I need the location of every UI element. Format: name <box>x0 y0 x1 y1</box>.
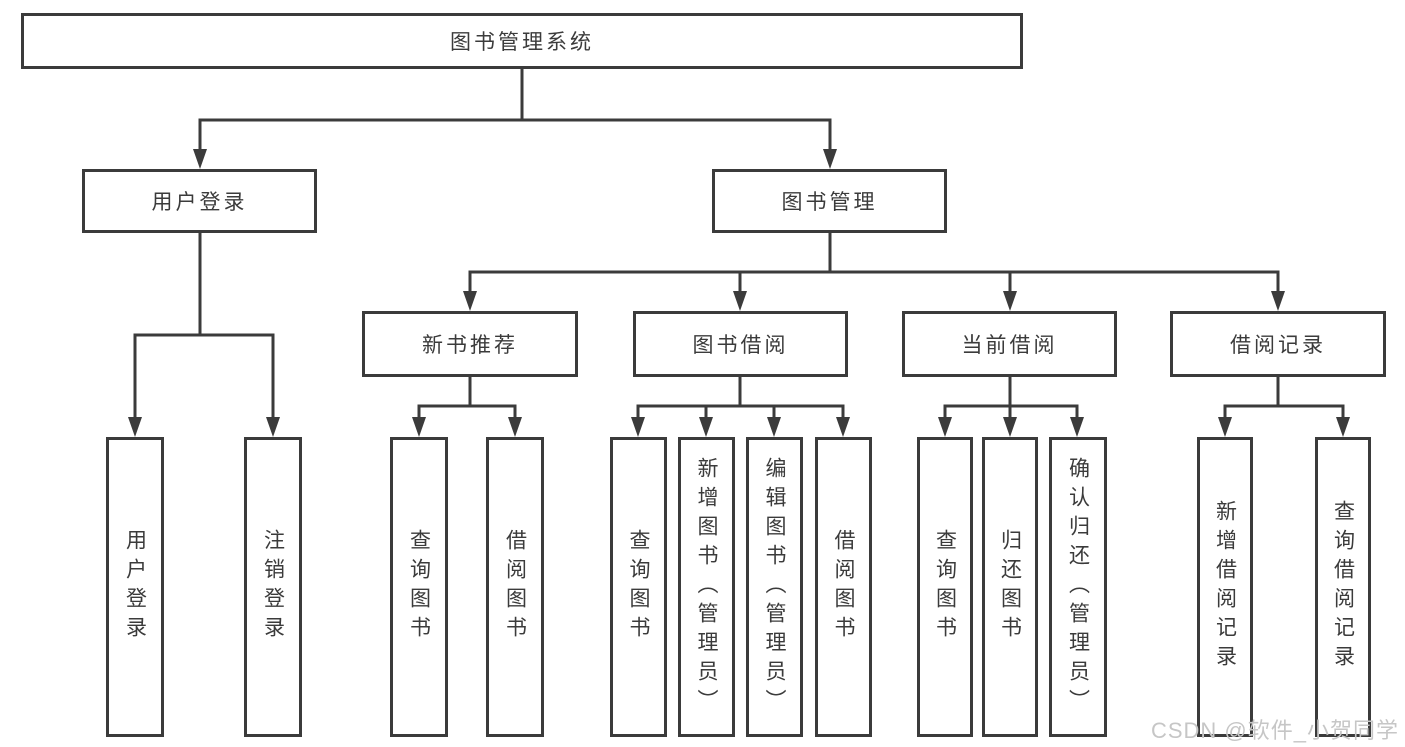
leaf-confirm-return-admin: 确认归还（管理员） <box>1049 437 1107 737</box>
node-label: 图书借阅 <box>692 334 789 357</box>
leaf-query-book-current: 查询图书 <box>917 437 973 737</box>
node-label: 借阅记录 <box>1230 334 1326 357</box>
node-label: 查询借阅记录 <box>1331 500 1355 674</box>
node-current-borrow: 当前借阅 <box>902 311 1117 377</box>
watermark: CSDN @软件_小贺同学 <box>1150 718 1399 743</box>
node-new-book-recommend: 新书推荐 <box>362 311 578 377</box>
leaf-borrow-book-recommend: 借阅图书 <box>486 437 544 737</box>
node-label: 编辑图书（管理员） <box>763 456 786 718</box>
leaf-add-borrow-record: 新增借阅记录 <box>1197 437 1253 737</box>
node-label: 借阅图书 <box>832 529 855 645</box>
node-borrow-records: 借阅记录 <box>1170 311 1386 377</box>
node-label: 确认归还（管理员） <box>1066 456 1090 718</box>
node-label: 新增借阅记录 <box>1213 500 1237 674</box>
node-library-management-system: 图书管理系统 <box>21 13 1023 69</box>
node-label: 新增图书（管理员） <box>695 456 718 718</box>
leaf-return-book: 归还图书 <box>982 437 1038 737</box>
node-label: 图书管理 <box>781 191 878 214</box>
leaf-logout: 注销登录 <box>244 437 302 737</box>
arrowhead-icons <box>128 149 1350 437</box>
node-label: 当前借阅 <box>961 334 1058 357</box>
node-label: 新书推荐 <box>422 334 518 357</box>
node-label: 用户登录 <box>151 191 248 214</box>
node-label: 查询图书 <box>407 529 431 645</box>
node-label: 查询图书 <box>627 529 650 645</box>
leaf-query-book-borrow: 查询图书 <box>610 437 667 737</box>
node-book-borrow: 图书借阅 <box>633 311 848 377</box>
node-label: 图书管理系统 <box>450 31 594 54</box>
node-label: 查询图书 <box>933 529 957 645</box>
node-label: 归还图书 <box>998 529 1022 645</box>
leaf-borrow-book: 借阅图书 <box>815 437 872 737</box>
leaf-edit-book-admin: 编辑图书（管理员） <box>746 437 803 737</box>
leaf-user-login: 用户登录 <box>106 437 164 737</box>
node-label: 借阅图书 <box>503 529 527 645</box>
leaf-query-book-recommend: 查询图书 <box>390 437 448 737</box>
node-label: 注销登录 <box>261 529 285 645</box>
leaf-add-book-admin: 新增图书（管理员） <box>678 437 735 737</box>
node-label: 用户登录 <box>123 529 147 645</box>
node-book-management: 图书管理 <box>712 169 947 233</box>
leaf-query-borrow-record: 查询借阅记录 <box>1315 437 1371 737</box>
node-user-login: 用户登录 <box>82 169 317 233</box>
